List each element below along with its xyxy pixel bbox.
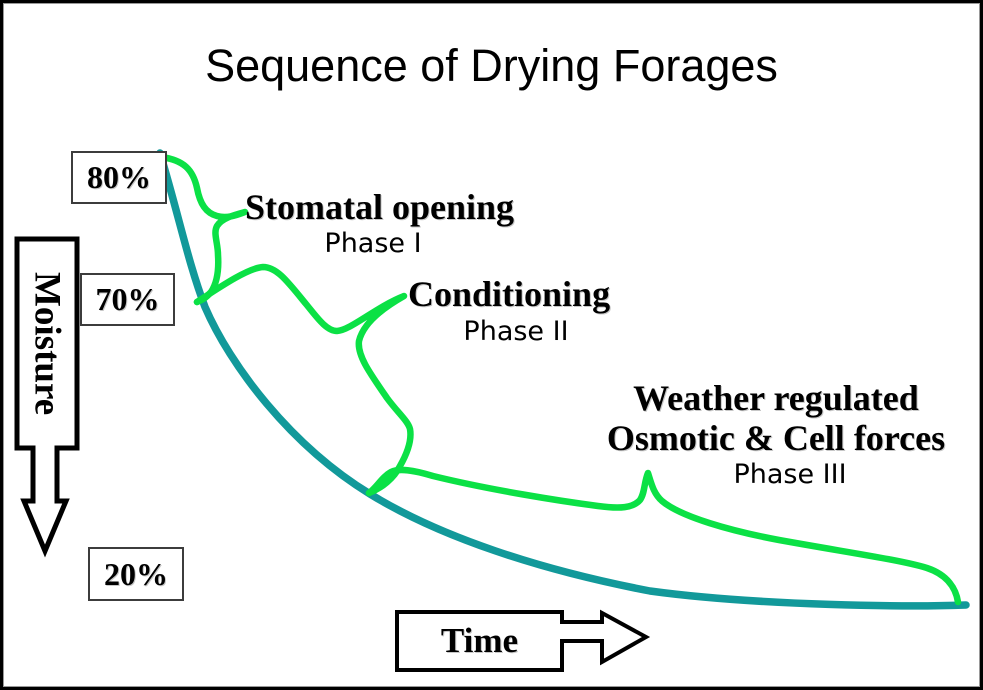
y-axis-label-moisture: Moisture: [26, 271, 68, 416]
diagram-title: Sequence of Drying Forages: [205, 40, 778, 91]
moisture-marker-20: 20%: [88, 547, 184, 601]
phase2-process-label: Conditioning: [408, 274, 611, 314]
phase3-brace: [365, 466, 962, 606]
moisture-marker-80: 80%: [71, 151, 167, 204]
phase2-brace: [193, 263, 414, 497]
time-axis-arrow: [395, 609, 651, 672]
phase3-name: Phase III: [733, 459, 847, 490]
phase2-name: Phase II: [463, 316, 569, 347]
phase3-process-line1: Weather regulated: [633, 378, 919, 418]
phase3-process-label: Weather regulated Osmotic & Cell forces: [580, 378, 972, 458]
phase1-name: Phase I: [324, 228, 422, 259]
phase3-process-line2: Osmotic & Cell forces: [606, 418, 946, 458]
x-axis-label-time: Time: [440, 621, 519, 660]
moisture-axis-arrow: [14, 236, 80, 558]
phase1-process-label: Stomatal opening: [245, 187, 515, 227]
moisture-marker-70: 70%: [80, 273, 175, 326]
moisture-curve: [156, 149, 970, 610]
